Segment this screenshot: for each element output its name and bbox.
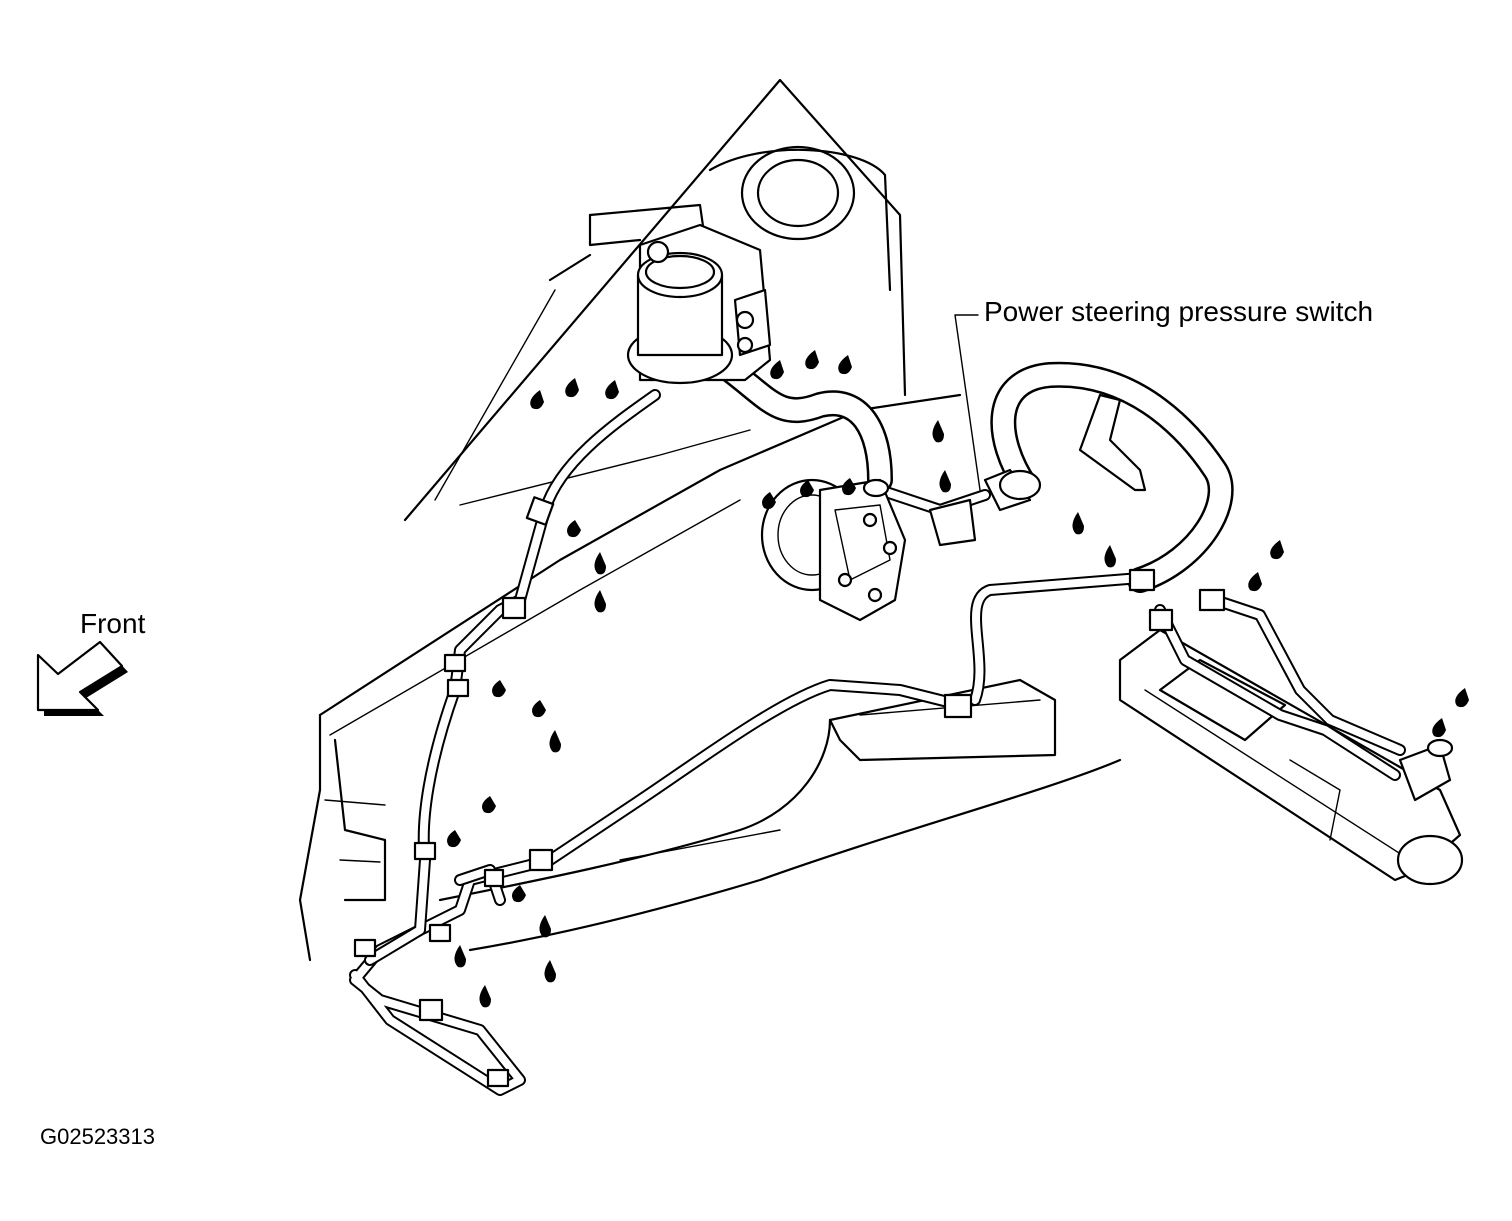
- figure-id: G02523313: [40, 1124, 155, 1149]
- front-direction-arrow: [36, 640, 128, 716]
- steering-gear: [1118, 628, 1464, 886]
- reservoir: [626, 223, 772, 385]
- line-clamps: [353, 496, 1226, 1088]
- front-label: Front: [80, 608, 146, 639]
- pressure-switch-label: Power steering pressure switch: [984, 296, 1374, 327]
- hose-bracket: [1078, 393, 1147, 492]
- callout-leader-line: [954, 314, 981, 491]
- pressure-switch-fitting: [928, 468, 1042, 547]
- power-steering-pump: [760, 478, 907, 622]
- leak-drip-markers: [447, 350, 1469, 1008]
- frame-rail: [298, 393, 1122, 962]
